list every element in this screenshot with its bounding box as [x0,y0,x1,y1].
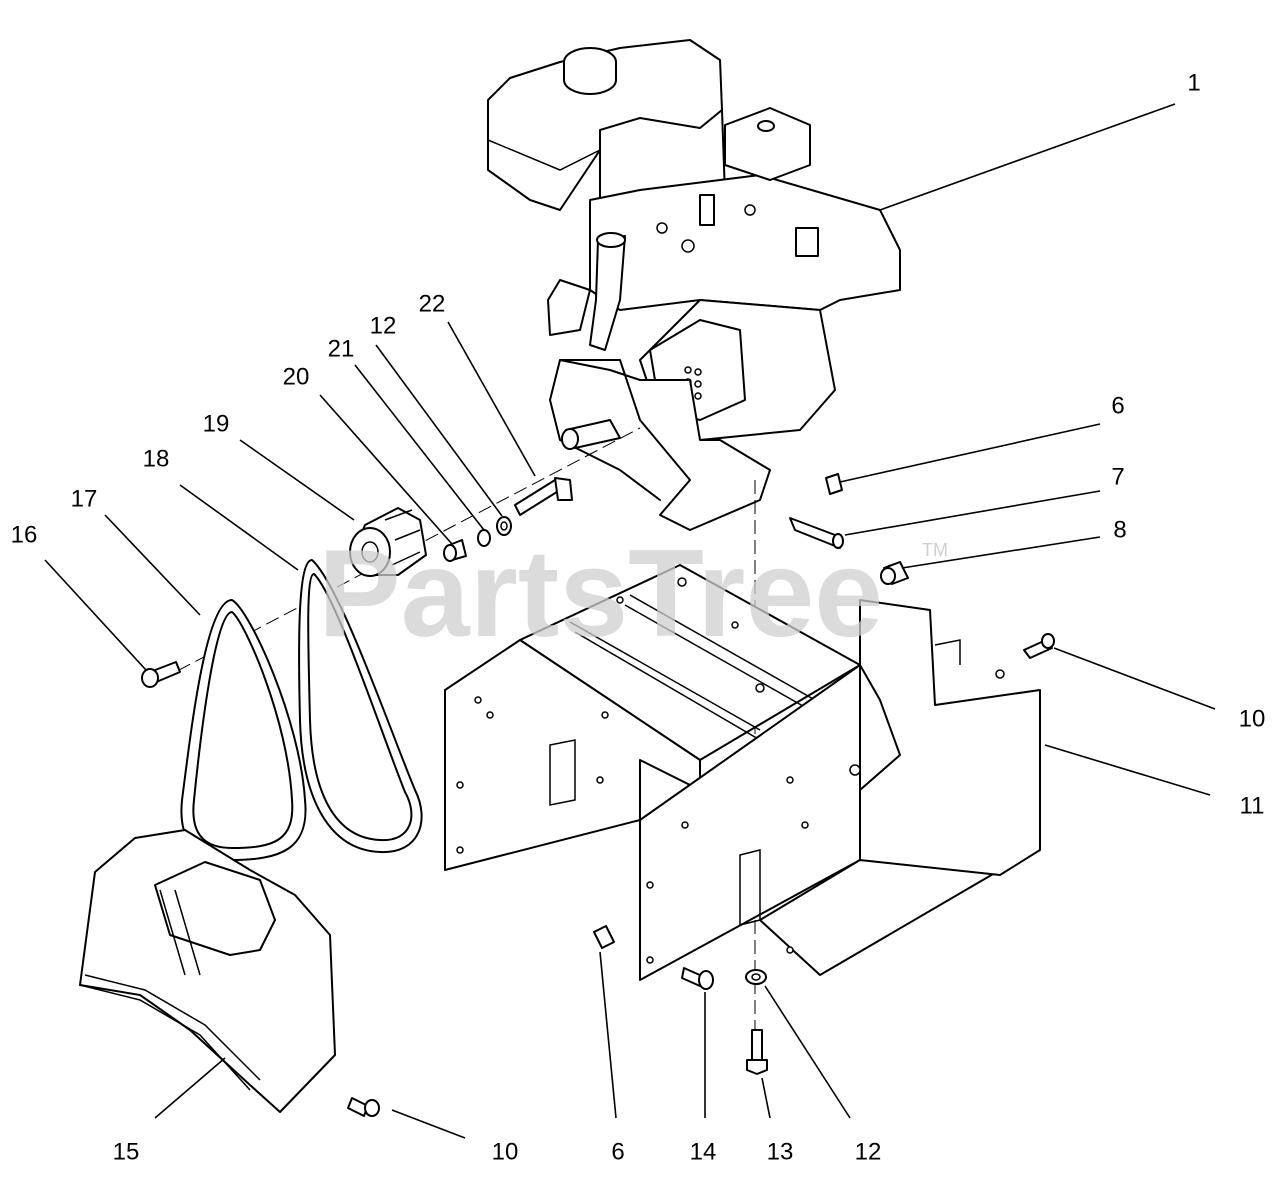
callout-17: 17 [71,485,98,512]
engine-part[interactable] [487,39,901,531]
watermark-trademark: TM [922,540,948,560]
washer-part-12-upper[interactable] [496,516,512,536]
nut-part-6-lower[interactable] [593,925,615,949]
callout-6: 6 [611,1138,624,1165]
callout-20: 20 [283,363,310,390]
callout-22: 22 [419,290,446,317]
callout-11: 11 [1240,792,1265,819]
frame-chassis[interactable] [444,564,1001,981]
bolt-part-14[interactable] [681,967,714,990]
callout-8: 8 [1113,516,1126,543]
callout-12: 12 [370,312,397,339]
leader-lines [44,103,1216,1139]
callout-labels: 1 6 7 8 10 11 22 12 21 20 19 18 17 16 15… [11,69,1266,1165]
callout-10: 10 [1239,705,1266,732]
belt-guard-part-15[interactable] [79,829,336,1113]
nut-part-6-upper[interactable] [825,473,843,495]
callout-18: 18 [143,445,170,472]
callout-19: 19 [203,410,230,437]
callout-14: 14 [690,1138,717,1165]
bolt-part-10-upper[interactable] [1023,633,1055,659]
callout-7: 7 [1111,463,1124,490]
belt-part-18[interactable] [298,559,423,854]
callout-12: 12 [855,1138,882,1165]
washer-part-12-lower[interactable] [745,969,767,985]
bolt-part-10-lower[interactable] [347,1097,380,1117]
spacer-part-7[interactable] [789,517,844,549]
callout-15: 15 [113,1138,140,1165]
bolt-part-20[interactable] [443,539,467,562]
belt-part-17[interactable] [180,599,307,861]
callout-21: 21 [328,335,355,362]
shield-part-11[interactable] [859,599,1041,876]
callout-10: 10 [492,1138,519,1165]
bolt-part-16[interactable] [141,661,181,688]
callout-13: 13 [767,1138,794,1165]
pulley-part-19[interactable] [349,507,427,577]
callout-1: 1 [1187,69,1200,96]
bolt-part-13[interactable] [746,1029,768,1075]
watermark-brand: PartsTree [318,525,883,663]
callout-6: 6 [1111,392,1124,419]
callout-16: 16 [11,521,38,548]
key-part-22[interactable] [514,477,573,516]
bushing-part-8[interactable] [880,561,909,585]
